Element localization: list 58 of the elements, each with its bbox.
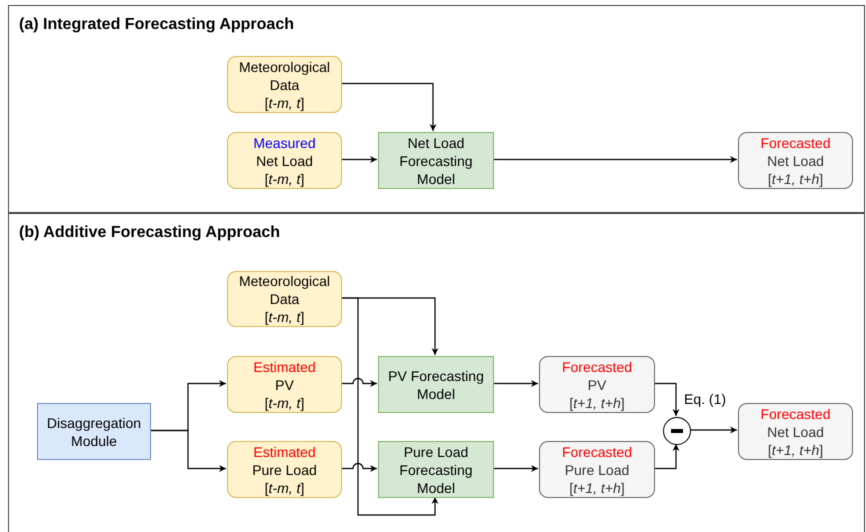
arrow [654, 382, 680, 416]
section-heading: (b) Additive Forecasting Approach [19, 224, 280, 242]
output-box [738, 132, 853, 189]
box-text: [t-m, t] [264, 394, 304, 412]
box-text: [t-m, t] [264, 308, 304, 326]
model-box [378, 132, 494, 189]
box-text: Estimated [253, 442, 316, 460]
arrow [341, 462, 377, 472]
output-box [539, 441, 655, 498]
arrow [341, 378, 377, 387]
box-text: PV Forecasting Model [387, 366, 485, 402]
arrow [341, 82, 436, 131]
box-text: Disaggregation Module [46, 414, 142, 450]
box-text: Forecasted [562, 358, 632, 376]
arrow [341, 297, 438, 516]
box-text: [t+1, t+h] [768, 170, 824, 188]
box-text: Net Load Forecasting Model [398, 134, 474, 188]
box-text: PV [275, 376, 294, 394]
subtraction-circle [663, 417, 691, 445]
arrow [493, 465, 538, 472]
input-data-box [227, 271, 342, 327]
module-box [37, 403, 151, 460]
arrow [654, 444, 680, 470]
box-text: [t-m, t] [264, 94, 304, 112]
edge-label: Eq. (1) [684, 391, 726, 407]
arrow [341, 156, 377, 163]
box-text: [t-m, t] [264, 478, 304, 496]
box-text: Net Load [767, 422, 824, 440]
box-text: Estimated [253, 358, 316, 376]
box-text: Pure Load [252, 460, 317, 478]
box-text: Pure Load Forecasting Model [398, 442, 474, 496]
box-text: PV [588, 376, 606, 394]
input-data-box [227, 441, 342, 498]
arrow [690, 426, 737, 434]
box-text: [t+1, t+h] [768, 440, 824, 458]
input-data-box [227, 356, 342, 413]
input-data-box [227, 132, 342, 189]
box-text: Measured [253, 134, 316, 152]
box-text: Net Load [256, 152, 313, 170]
box-text: Forecasted [562, 442, 632, 460]
box-text: Forecasted [760, 404, 831, 422]
input-data-box [227, 56, 342, 113]
box-text: [t-m, t] [264, 170, 304, 188]
output-box [539, 356, 655, 413]
arrow [493, 156, 737, 163]
box-text: Net Load [767, 152, 824, 170]
section-heading: (a) Integrated Forecasting Approach [19, 16, 294, 34]
section-panel [8, 5, 865, 213]
output-box [738, 403, 853, 460]
box-text: Forecasted [760, 134, 831, 152]
model-box [378, 356, 494, 413]
box-text: Pure Load [564, 460, 630, 478]
arrow [493, 380, 538, 387]
model-box [378, 441, 494, 498]
box-text: [t+1, t+h] [569, 394, 625, 412]
section-panel [8, 213, 865, 532]
box-text: [t+1, t+h] [569, 478, 625, 496]
arrow [150, 430, 226, 472]
